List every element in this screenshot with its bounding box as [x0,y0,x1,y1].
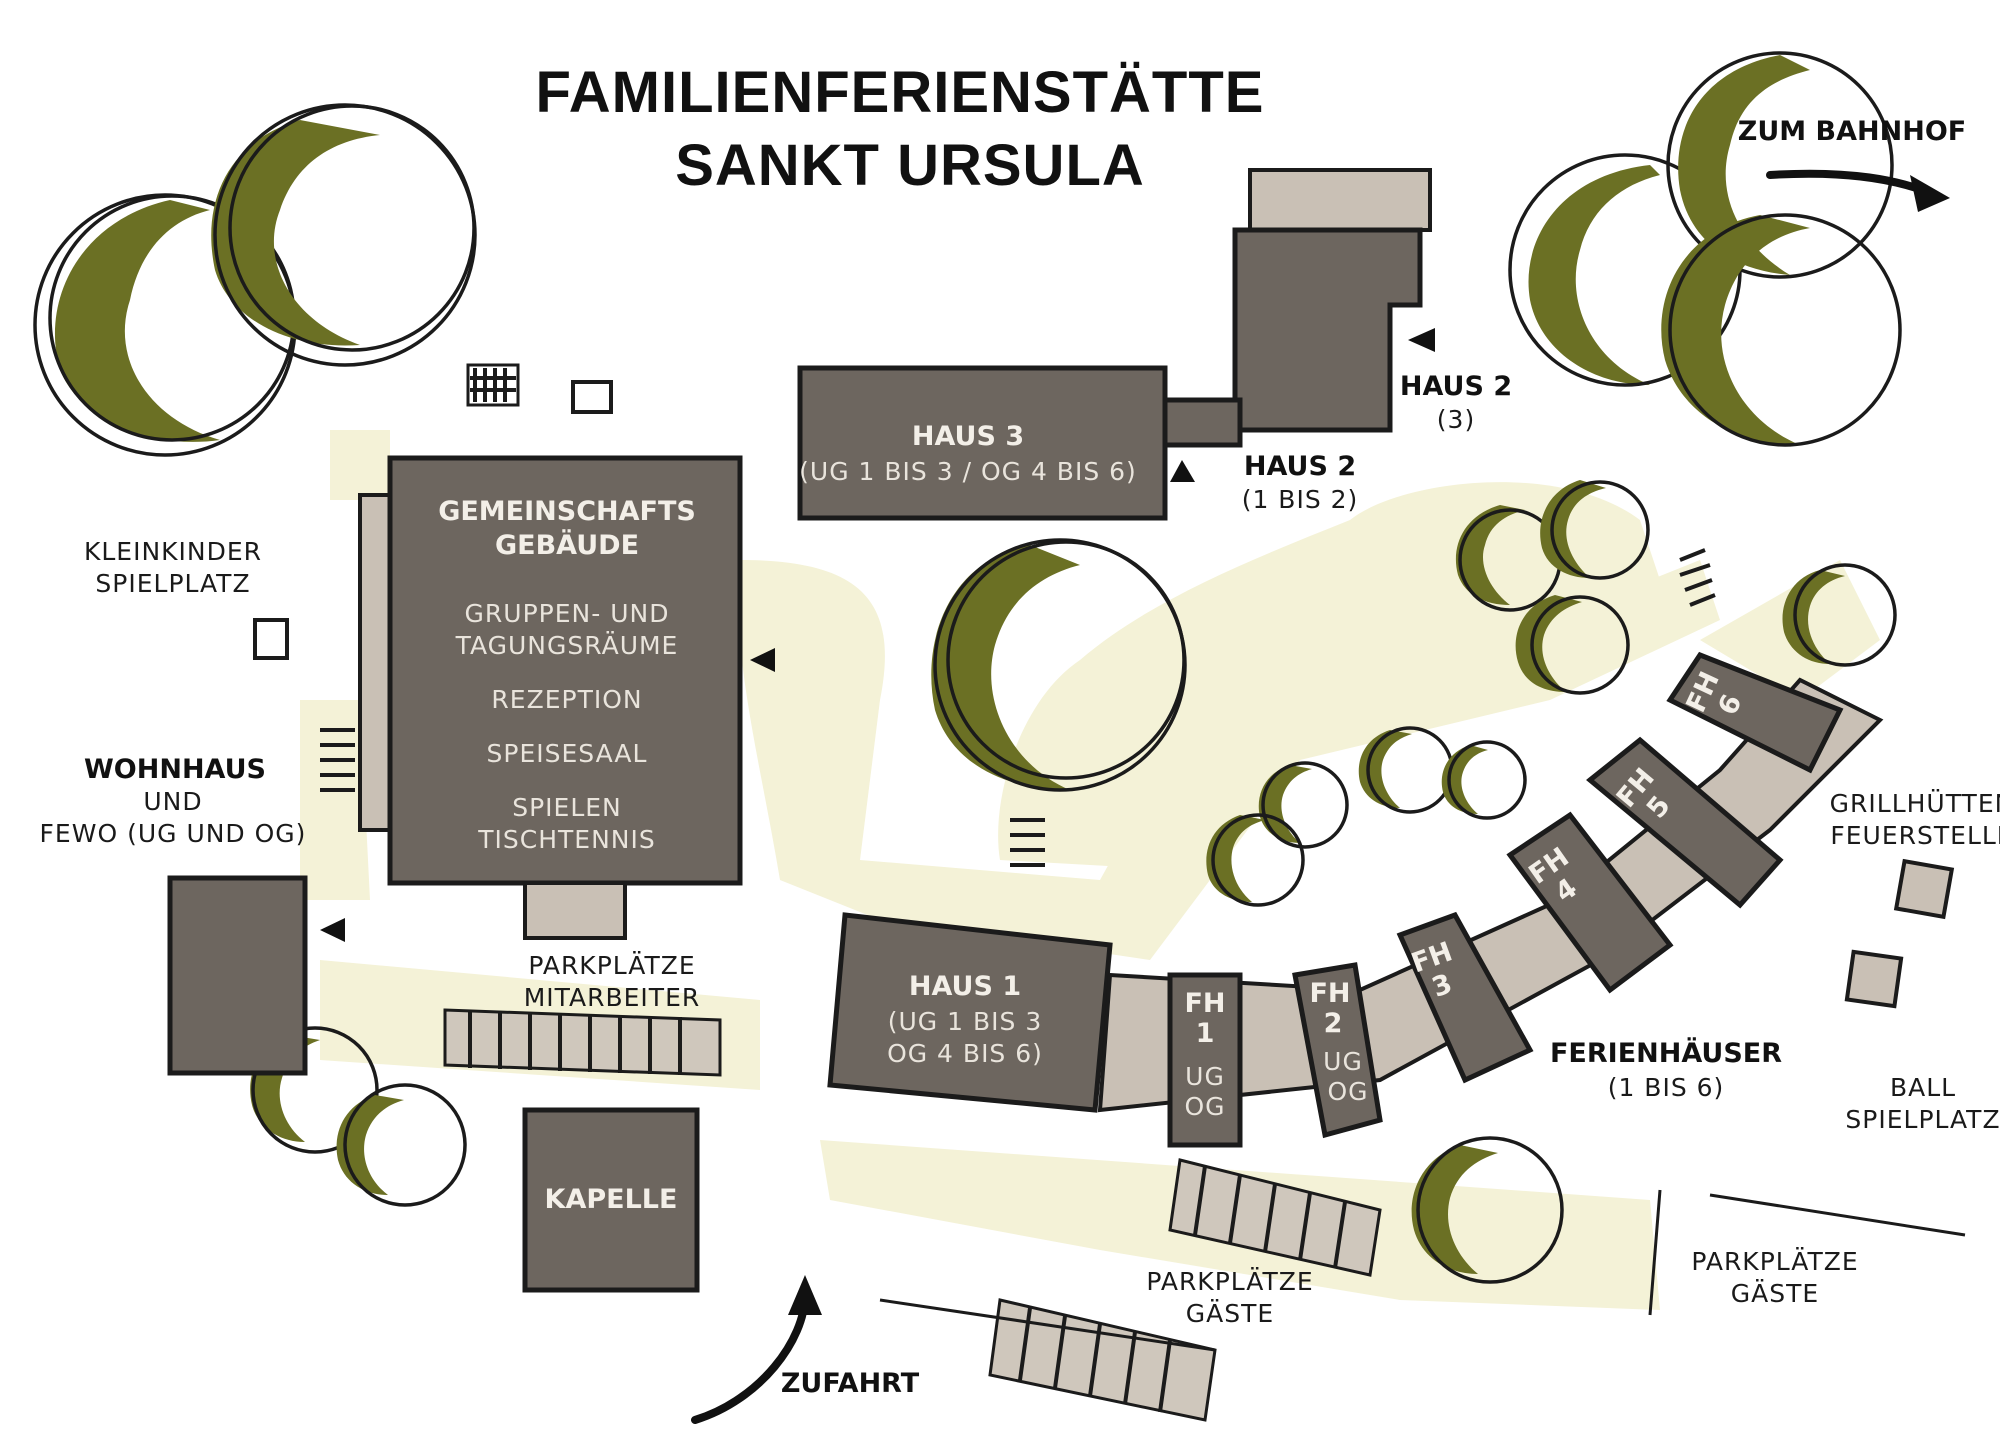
ferienhaeuser-label-2: (1 BIS 6) [1608,1073,1725,1102]
gemeinschaft-rooms-2: TAGUNGSRÄUME [455,631,679,660]
entrance-markers [320,328,1435,942]
small-box [571,380,613,414]
gemeinschaft-speisesaal: SPEISESAAL [487,739,648,768]
tree [1515,595,1630,695]
parkplaetze-gaeste-right-label-1: PARKPLÄTZE [1691,1247,1858,1276]
tree [1258,761,1349,849]
haus3-name: HAUS 3 [912,421,1024,452]
gemeinschaft-side [358,493,392,832]
zufahrt-label: ZUFAHRT [781,1368,920,1399]
kapelle-name: KAPELLE [545,1184,678,1215]
parkplaetze-gaeste-label-2: GÄSTE [1186,1299,1274,1328]
haus1-sub-1: (UG 1 BIS 3 [888,1007,1042,1036]
haus2-small-label-2: (3) [1437,405,1475,434]
wohnhaus-label-3: FEWO (UG UND OG) [40,819,307,848]
map-title-line1: FAMILIENFERIENSTÄTTE [536,60,1265,125]
grill-label-1: GRILLHÜTTEN [1830,789,2000,818]
entrance-triangle [750,648,775,672]
fh1-ug: UG [1185,1062,1225,1091]
fh1-building [1167,972,1243,1148]
gemeinschaft-name-2: GEBÄUDE [495,529,639,561]
gemeinschaft-spielen-1: SPIELEN [512,793,622,822]
kleinkinder-label-1: KLEINKINDER [84,537,262,566]
zum-bahnhof-label: ZUM BAHNHOF [1738,116,1966,147]
kleinkinder-label-2: SPIELPLATZ [95,569,250,598]
haus2-small-label-1: HAUS 2 [1400,371,1512,402]
fh2-building [1292,962,1383,1139]
parkplaetze-mitarbeiter-label-2: MITARBEITER [524,983,701,1012]
playground-box [253,618,289,660]
gemeinschaft-rooms-1: GRUPPEN- UND [465,599,670,628]
haus3-building [797,365,1168,521]
haus2-large-label-2: (1 BIS 2) [1242,485,1359,514]
bahnhof-arrow [1766,169,1939,199]
gemeinschaft-spielen-2: TISCHTENNIS [477,825,655,854]
wohnhaus-label-2: UND [143,787,202,816]
zufahrt-arrow [691,1291,809,1424]
fh5-building [1586,736,1784,909]
fh3-building [1396,911,1534,1084]
ferienhaeuser-label-1: FERIENHÄUSER [1550,1037,1782,1069]
tree [211,103,477,367]
haus1-sub-2: OG 4 BIS 6) [887,1039,1043,1068]
tree [1782,563,1897,667]
fh2-name-2: 2 [1324,1008,1343,1039]
fh1-og: OG [1184,1092,1225,1121]
parkplaetze-gaeste-label-1: PARKPLÄTZE [1146,1267,1313,1296]
small-structures [253,363,1955,1009]
grillhuette-box [1893,858,1955,920]
parkplaetze-gaeste-right-label-2: GÄSTE [1731,1279,1819,1308]
buildings [167,168,1884,1293]
tree [1206,813,1305,907]
wohnhaus-building [167,875,308,1076]
tree [1358,726,1454,814]
entrance-triangle [320,918,345,942]
tree [1540,480,1650,580]
fh2-name-1: FH [1309,978,1350,1009]
gemeinschaft-rezeption: REZEPTION [491,685,642,714]
fh1-name-2: 1 [1196,1018,1215,1049]
gemeinschaft-name-1: GEMEINSCHAFTS [438,496,696,527]
arrows [691,169,1950,1424]
haus3-sub: (UG 1 BIS 3 / OG 4 BIS 6) [799,457,1137,486]
grill-label-2: FEUERSTELLE [1830,821,2000,850]
fh6-building [1666,651,1844,774]
entrance-triangle [1170,460,1195,482]
tree [931,538,1187,792]
haus2-large-label-1: HAUS 2 [1244,451,1356,482]
parking-areas [443,1008,1966,1422]
tree [1661,213,1902,447]
fh-connector [1097,677,1884,1113]
tree [1666,51,1894,279]
fh1-name-1: FH [1184,988,1225,1019]
parkplaetze-mitarbeiter-label-1: PARKPLÄTZE [528,951,695,980]
tree [336,1083,467,1207]
kapelle-building [522,1107,700,1293]
ball-label-1: BALL [1890,1073,1956,1102]
tree [1411,1136,1564,1284]
ball-box [1844,949,1904,1009]
gemeinschaft-annex [523,881,627,940]
haus2-annex [1248,168,1432,232]
tree [1441,740,1527,820]
fh4-building [1506,811,1674,994]
fh2-ug: UG [1323,1047,1363,1076]
gemeinschaftsgebaeude [387,455,743,886]
haus1-building [827,912,1113,1113]
haus2-connector [1152,397,1243,448]
wohnhaus-label-1: WOHNHAUS [84,754,266,785]
haus1-name: HAUS 1 [909,971,1021,1002]
fh2-og: OG [1327,1077,1368,1106]
entrance-triangle [1408,328,1435,352]
map-title-line2: SANKT URSULA [675,133,1145,198]
ball-label-2: SPIELPLATZ [1845,1105,2000,1134]
